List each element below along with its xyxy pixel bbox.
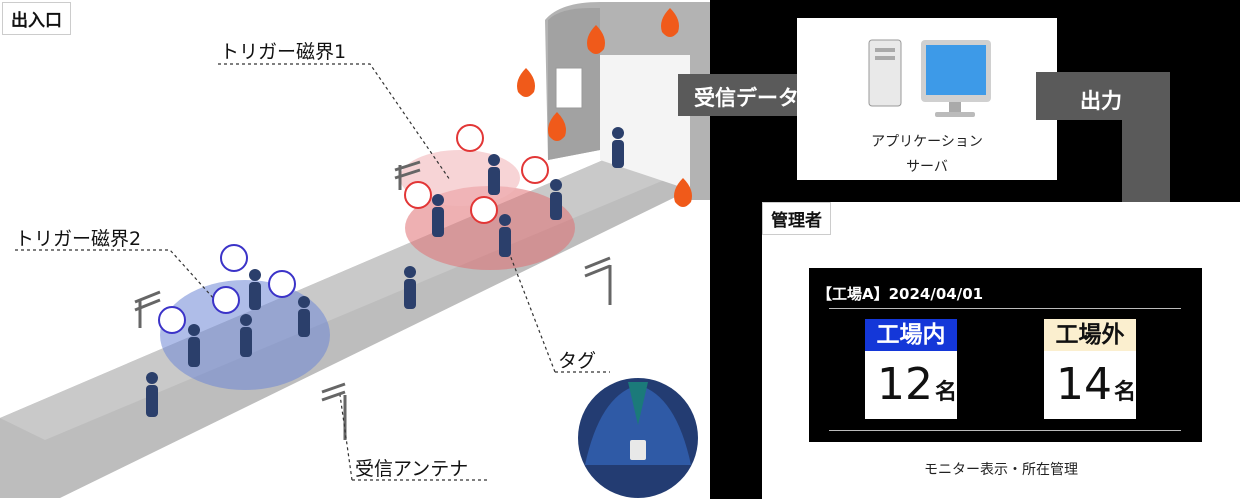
outside-count-value: 14 [1056,359,1112,410]
fire-icons [517,8,692,207]
corridor-top [0,140,700,440]
outside-count-box: 14名 [1044,351,1136,419]
server-label-line1: アプリケーション [871,134,983,150]
admin-panel: 管理者 【工場A】2024/04/01 工場内 12名 工場外 14名 モニター… [762,202,1240,499]
scene-illustration [0,2,710,498]
inside-count-box: 12名 [865,351,957,419]
output-label: 出力 [1080,89,1122,113]
monitor-header: 【工場A】2024/04/01 [817,285,984,303]
inside-count-value: 12 [877,359,933,410]
outside-header: 工場外 [1044,319,1136,351]
server-label-line2: サーバ [906,159,948,175]
wifi-badges-red [404,124,549,224]
worker-badge-icon [578,378,698,498]
antenna-marks [134,160,612,440]
monitor-screen: 【工場A】2024/04/01 工場内 12名 工場外 14名 [809,268,1202,442]
trigger-field-2-label: トリガー磁界2 [15,228,142,250]
antenna-label: 受信アンテナ [355,458,469,480]
wifi-badges-blue [158,244,296,334]
trigger-field-1-label: トリガー磁界1 [220,41,347,63]
inside-count: 12名 [877,359,957,410]
received-data-label: 受信データ [694,86,799,110]
application-server-box: アプリケーション サーバ [797,18,1057,180]
inside-count-unit: 名 [935,380,958,405]
admin-title: 管理者 [762,202,831,235]
outside-count: 14名 [1056,359,1136,410]
leader-lines [15,63,610,481]
monitor-divider-bottom [829,430,1181,431]
server-icon [868,39,991,117]
workers [146,127,624,417]
tag-label: タグ [558,350,597,372]
monitor-divider-top [829,308,1181,309]
outside-count-unit: 名 [1114,380,1137,405]
inside-header: 工場内 [865,319,957,351]
admin-caption: モニター表示・所在管理 [924,462,1078,478]
illustration-panel: 出入口 トリガー磁界1 トリガー磁界2 タグ 受信アンテナ [0,0,710,499]
trigger-zone-1 [405,186,575,270]
entrance-label: 出入口 [2,2,71,35]
